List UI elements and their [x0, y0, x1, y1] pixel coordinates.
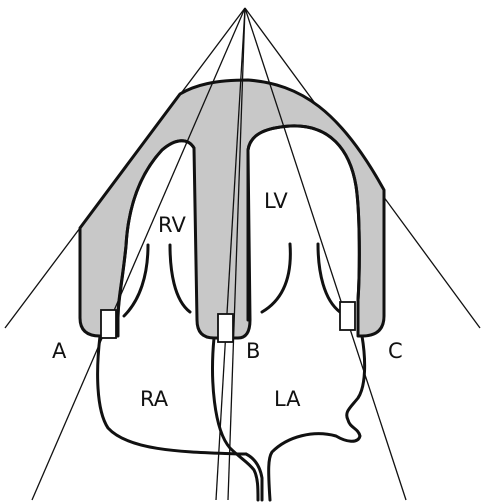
outer-myocardium-wall — [80, 80, 384, 338]
sample-box-b — [218, 314, 233, 342]
sample-box-c — [340, 302, 355, 330]
label-la: LA — [274, 387, 301, 411]
sample-box-a — [101, 310, 116, 338]
label-b: B — [246, 339, 260, 363]
label-lv: LV — [264, 189, 288, 213]
label-ra: RA — [140, 387, 169, 411]
tricuspid-leaflet — [170, 245, 190, 312]
label-a: A — [52, 339, 67, 363]
lv-cavity-wall — [248, 126, 359, 320]
ra-venous-inflow — [246, 454, 262, 500]
mitral-leaflet-anterior — [262, 244, 290, 312]
myocardium — [80, 80, 384, 338]
label-rv: RV — [158, 213, 186, 237]
mitral-leaflet-posterior — [318, 244, 340, 312]
la-wall — [269, 336, 365, 500]
label-c: C — [388, 339, 403, 363]
